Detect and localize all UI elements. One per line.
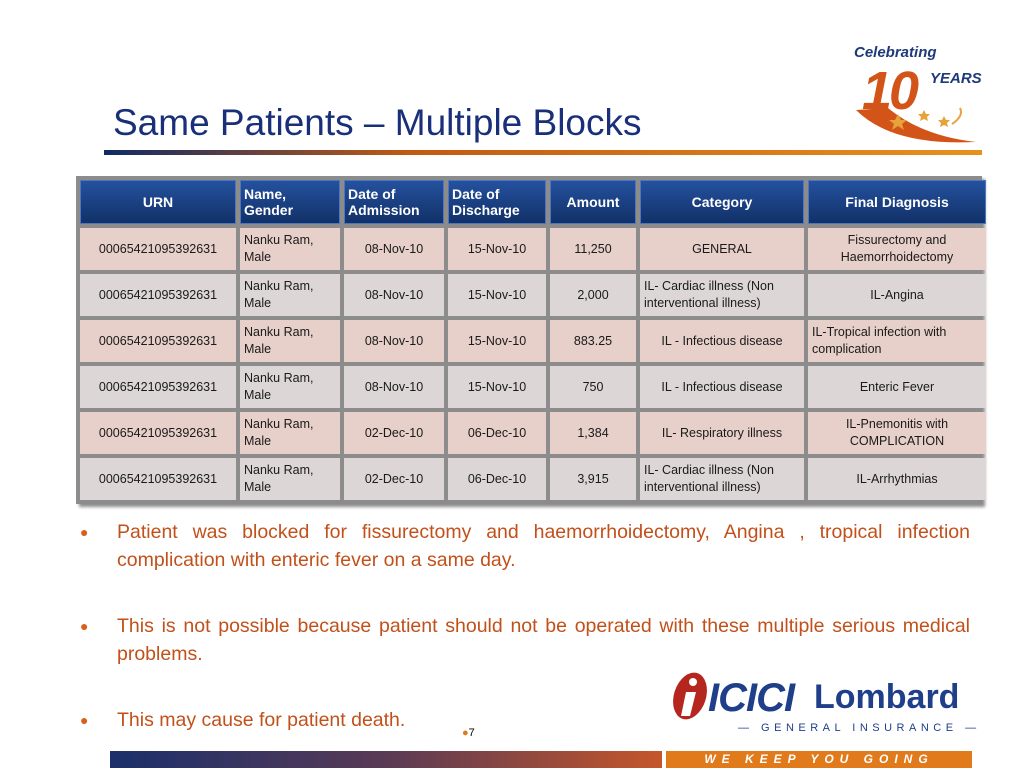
bullet-item: ● This may cause for patient death.: [80, 706, 477, 734]
slide-title: Same Patients – Multiple Blocks: [113, 102, 642, 143]
cell-discharge: 06-Dec-10: [448, 412, 546, 454]
table-row: 00065421095392631 Nanku Ram, Male 08-Nov…: [80, 320, 986, 362]
bullet-dot-icon: ●: [80, 524, 89, 540]
cell-category: IL- Cardiac illness (Non interventional …: [640, 274, 804, 316]
cell-amount: 750: [550, 366, 636, 408]
table-row: 00065421095392631 Nanku Ram, Male 08-Nov…: [80, 366, 986, 408]
header-date-of-discharge: Date of Discharge: [448, 180, 546, 224]
cell-urn: 00065421095392631: [80, 228, 236, 270]
cell-name-gender: Nanku Ram, Male: [240, 458, 340, 500]
cell-diagnosis: IL-Pnemonitis with COMPLICATION: [808, 412, 986, 454]
bullet-text: This may cause for patient death.: [117, 709, 406, 731]
footer-bar: WE KEEP YOU GOING: [0, 751, 1024, 768]
icici-lombard-logo: ICICI Lombard — GENERAL INSURANCE —: [664, 664, 976, 748]
cell-admission: 02-Dec-10: [344, 412, 444, 454]
footer-gradient-bar: [110, 751, 662, 768]
cell-admission: 08-Nov-10: [344, 228, 444, 270]
cell-name-gender: Nanku Ram, Male: [240, 366, 340, 408]
cell-urn: 00065421095392631: [80, 412, 236, 454]
patients-table-container: URN Name, Gender Date of Admission Date …: [76, 176, 986, 504]
table-header-row: URN Name, Gender Date of Admission Date …: [80, 180, 986, 224]
cell-category: IL - Infectious disease: [640, 366, 804, 408]
logo-subtitle: — GENERAL INSURANCE —: [738, 722, 981, 734]
cell-urn: 00065421095392631: [80, 274, 236, 316]
bullet-list: ● Patient was blocked for fissurectomy a…: [80, 518, 970, 734]
cell-amount: 883.25: [550, 320, 636, 362]
cell-diagnosis: Fissurectomy and Haemorrhoidectomy: [808, 228, 986, 270]
badge-celebrating-text: Celebrating: [854, 44, 937, 61]
footer-tagline: WE KEEP YOU GOING: [666, 751, 972, 768]
bullet-dot-icon: ●: [80, 618, 89, 634]
bullet-text: Patient was blocked for fissurectomy and…: [117, 521, 970, 571]
table-row: 00065421095392631 Nanku Ram, Male 02-Dec…: [80, 412, 986, 454]
badge-years-text: YEARS: [930, 70, 982, 87]
cell-discharge: 15-Nov-10: [448, 274, 546, 316]
cell-admission: 08-Nov-10: [344, 274, 444, 316]
table-row: 00065421095392631 Nanku Ram, Male 08-Nov…: [80, 274, 986, 316]
bullet-item: ● Patient was blocked for fissurectomy a…: [80, 518, 970, 574]
cell-diagnosis: IL-Tropical infection with complication: [808, 320, 986, 362]
cell-urn: 00065421095392631: [80, 320, 236, 362]
icici-i-mark-icon: [673, 672, 707, 720]
patients-table: URN Name, Gender Date of Admission Date …: [76, 176, 990, 504]
logo-lombard-text: Lombard: [814, 678, 960, 716]
cell-discharge: 06-Dec-10: [448, 458, 546, 500]
cell-urn: 00065421095392631: [80, 366, 236, 408]
cell-amount: 11,250: [550, 228, 636, 270]
bullet-dot-icon: ●: [80, 712, 89, 728]
cell-name-gender: Nanku Ram, Male: [240, 228, 340, 270]
cell-admission: 08-Nov-10: [344, 320, 444, 362]
table-row: 00065421095392631 Nanku Ram, Male 02-Dec…: [80, 458, 986, 500]
cell-diagnosis: IL-Arrhythmias: [808, 458, 986, 500]
celebrating-10-years-badge: Celebrating 10 YEARS: [848, 42, 982, 150]
bullet-text: This is not possible because patient sho…: [117, 615, 970, 665]
header-date-of-admission: Date of Admission: [344, 180, 444, 224]
cell-diagnosis: IL-Angina: [808, 274, 986, 316]
cell-amount: 3,915: [550, 458, 636, 500]
cell-category: GENERAL: [640, 228, 804, 270]
cell-category: IL- Respiratory illness: [640, 412, 804, 454]
page-number: ●7: [462, 727, 475, 739]
page-dot-icon: ●: [462, 727, 469, 739]
cell-admission: 02-Dec-10: [344, 458, 444, 500]
logo-icici-text: ICICI: [708, 676, 795, 720]
cell-category: IL- Cardiac illness (Non interventional …: [640, 458, 804, 500]
header-category: Category: [640, 180, 804, 224]
header-final-diagnosis: Final Diagnosis: [808, 180, 986, 224]
cell-discharge: 15-Nov-10: [448, 366, 546, 408]
cell-name-gender: Nanku Ram, Male: [240, 320, 340, 362]
cell-discharge: 15-Nov-10: [448, 320, 546, 362]
header-name-gender: Name, Gender: [240, 180, 340, 224]
table-row: 00065421095392631 Nanku Ram, Male 08-Nov…: [80, 228, 986, 270]
cell-name-gender: Nanku Ram, Male: [240, 274, 340, 316]
header-amount: Amount: [550, 180, 636, 224]
header-urn: URN: [80, 180, 236, 224]
cell-discharge: 15-Nov-10: [448, 228, 546, 270]
page-number-text: 7: [468, 727, 475, 739]
badge-swoosh-icon: [856, 107, 976, 143]
cell-admission: 08-Nov-10: [344, 366, 444, 408]
cell-name-gender: Nanku Ram, Male: [240, 412, 340, 454]
cell-urn: 00065421095392631: [80, 458, 236, 500]
title-underline: [104, 150, 982, 155]
bullet-item: ● This is not possible because patient s…: [80, 612, 970, 668]
cell-category: IL - Infectious disease: [640, 320, 804, 362]
cell-amount: 1,384: [550, 412, 636, 454]
cell-amount: 2,000: [550, 274, 636, 316]
cell-diagnosis: Enteric Fever: [808, 366, 986, 408]
